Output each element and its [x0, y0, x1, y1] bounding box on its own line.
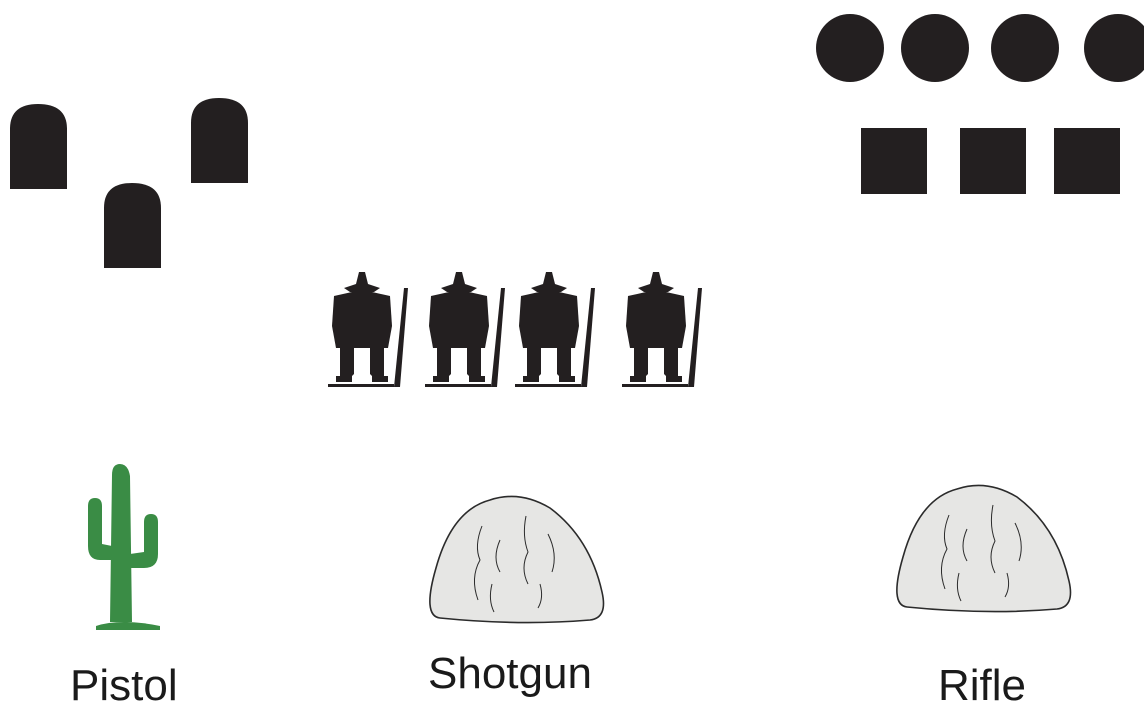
tombstone-plate-icon: [191, 98, 248, 183]
rifle-rock-icon: [897, 485, 1071, 611]
rifle-label: Rifle: [938, 664, 1026, 708]
round-plate-icon: [816, 14, 884, 82]
tombstone-plate-icon: [10, 104, 67, 189]
bandit-target-icon: [515, 272, 595, 387]
cactus-icon: [88, 464, 160, 630]
rifle-square-plates: [861, 128, 1120, 194]
bandit-target-icon: [328, 272, 408, 387]
square-plate-icon: [861, 128, 927, 194]
square-plate-icon: [960, 128, 1026, 194]
shotgun-label: Shotgun: [428, 652, 592, 696]
square-plate-icon: [1054, 128, 1120, 194]
round-plate-icon: [901, 14, 969, 82]
bandit-target-icon: [622, 272, 702, 387]
rifle-round-plates: [816, 14, 1144, 82]
pistol-label: Pistol: [70, 664, 178, 708]
round-plate-icon: [1084, 14, 1144, 82]
shotgun-rock-icon: [430, 496, 604, 622]
bandit-targets: [328, 272, 702, 387]
tombstone-plate-icon: [104, 183, 161, 268]
pistol-plates: [10, 98, 248, 268]
round-plate-icon: [991, 14, 1059, 82]
bandit-target-icon: [425, 272, 505, 387]
